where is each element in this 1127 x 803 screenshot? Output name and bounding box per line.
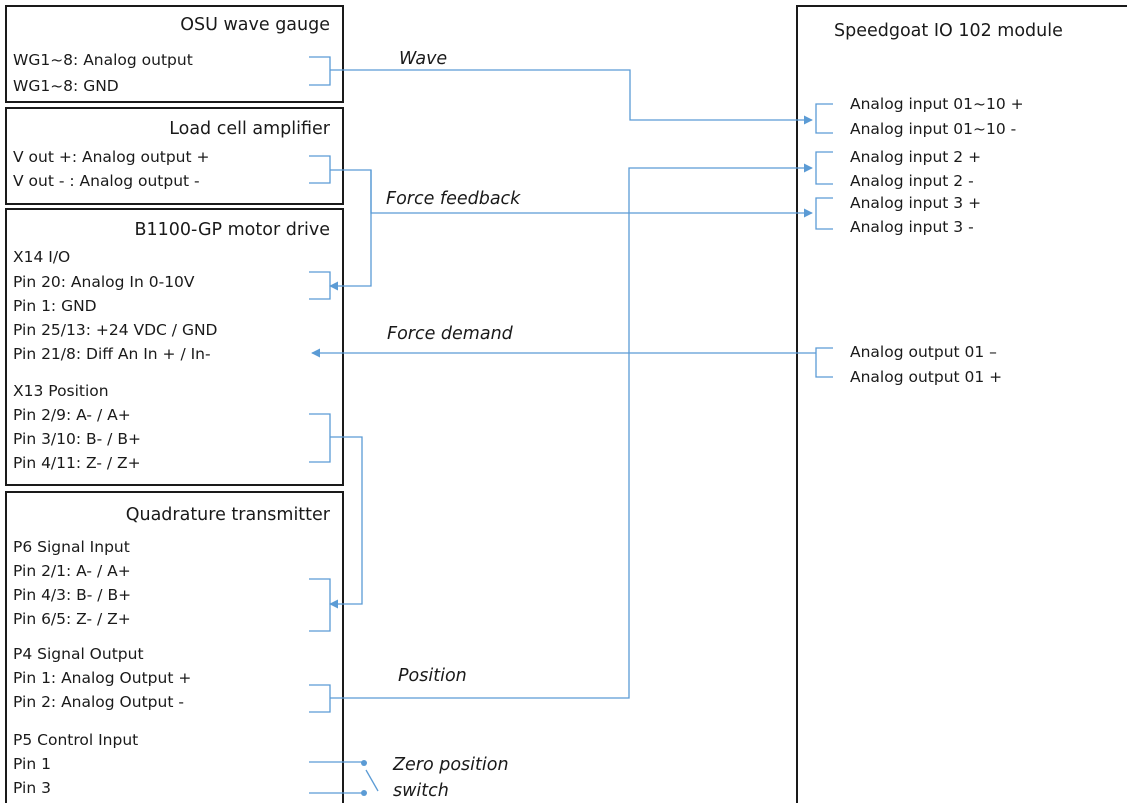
motor-drive-position-bracket: [309, 413, 331, 463]
zero-switch-contact: [361, 790, 367, 796]
quadrature-line: Pin 1: Analog Output +: [13, 669, 191, 687]
motor-drive-line: Pin 4/11: Z- / Z+: [13, 454, 141, 472]
wave-gauge-bracket: [309, 56, 331, 86]
zero-switch-contact: [361, 760, 367, 766]
speedgoat-line: Analog input 2 -: [850, 172, 974, 190]
wave-gauge-line: WG1~8: Analog output: [13, 51, 193, 69]
load-cell-to-drive-wire: [329, 170, 372, 291]
quadrature-line: P4 Signal Output: [13, 645, 144, 663]
quadrature-line: Pin 6/5: Z- / Z+: [13, 610, 131, 628]
quadrature-line: Pin 3: [13, 779, 51, 797]
load-cell-line: V out +: Analog output +: [13, 148, 210, 166]
motor-drive-box: B1100-GP motor drive X14 I/O Pin 20: Ana…: [5, 208, 344, 486]
speedgoat-ai3-bracket: [815, 197, 833, 230]
motor-drive-line: Pin 21/8: Diff An In + / In-: [13, 345, 211, 363]
speedgoat-line: Analog input 3 -: [850, 218, 974, 236]
quadrature-line: Pin 4/3: B- / B+: [13, 586, 131, 604]
position-label: Position: [398, 666, 467, 686]
speedgoat-title: Speedgoat IO 102 module: [834, 21, 1063, 41]
zero-switch-blade: [365, 769, 379, 792]
motor-drive-line: Pin 25/13: +24 VDC / GND: [13, 321, 218, 339]
quadrature-line: P5 Control Input: [13, 731, 138, 749]
signal-wires: [309, 69, 816, 796]
speedgoat-line: Analog input 01~10 +: [850, 95, 1024, 113]
speedgoat-line: Analog input 3 +: [850, 194, 981, 212]
speedgoat-line: Analog output 01 –: [850, 343, 997, 361]
position-wire: [330, 163, 813, 699]
quadrature-box: Quadrature transmitter P6 Signal Input P…: [5, 491, 344, 803]
motor-drive-line: Pin 20: Analog In 0-10V: [13, 273, 195, 291]
signal-labels: Wave Force feedback Force demand Positio…: [386, 49, 521, 801]
load-cell-box: Load cell amplifier V out +: Analog outp…: [5, 107, 344, 205]
motor-drive-line: Pin 2/9: A- / A+: [13, 406, 131, 424]
wave-gauge-line: WG1~8: GND: [13, 77, 119, 95]
speedgoat-ai1-bracket: [815, 103, 833, 134]
wave-label: Wave: [399, 49, 447, 69]
zero-switch-label: Zero position: [392, 755, 509, 775]
quadrature-line: Pin 1: [13, 755, 51, 773]
quadrature-line: Pin 2/1: A- / A+: [13, 562, 131, 580]
speedgoat-ao1-bracket: [815, 347, 833, 378]
motor-drive-line: Pin 1: GND: [13, 297, 97, 315]
motor-drive-line: X14 I/O: [13, 248, 70, 266]
quadrature-title: Quadrature transmitter: [126, 505, 331, 525]
load-cell-line: V out - : Analog output -: [13, 172, 200, 190]
motor-drive-title: B1100-GP motor drive: [134, 220, 330, 240]
pin-brackets: [309, 56, 833, 713]
wave-gauge-title: OSU wave gauge: [180, 15, 330, 35]
speedgoat-line: Analog input 2 +: [850, 148, 981, 166]
speedgoat-line: Analog output 01 +: [850, 368, 1002, 386]
speedgoat-line: Analog input 01~10 -: [850, 120, 1016, 138]
speedgoat-ai2-bracket: [815, 151, 833, 185]
wave-wire: [330, 69, 813, 125]
force-demand-label: Force demand: [387, 324, 514, 344]
zero-switch-label: switch: [393, 781, 449, 801]
speedgoat-box: Speedgoat IO 102 module Analog input 01~…: [796, 5, 1127, 803]
wave-gauge-box: OSU wave gauge WG1~8: Analog output WG1~…: [5, 5, 344, 103]
encoder-wire: [329, 436, 363, 609]
load-cell-title: Load cell amplifier: [169, 119, 331, 139]
quadrature-line: P6 Signal Input: [13, 538, 130, 556]
quadrature-line: Pin 2: Analog Output -: [13, 693, 184, 711]
force-feedback-label: Force feedback: [386, 189, 521, 209]
motor-drive-line: Pin 3/10: B- / B+: [13, 430, 141, 448]
motor-drive-line: X13 Position: [13, 382, 109, 400]
